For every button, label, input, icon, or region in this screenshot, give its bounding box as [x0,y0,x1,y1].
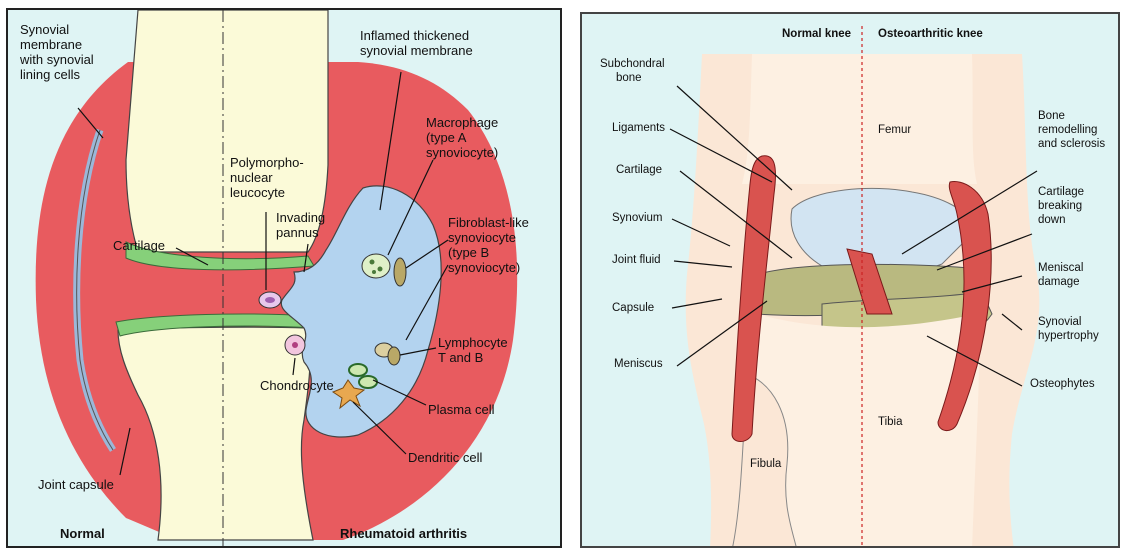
label-chondrocyte: Chondrocyte [260,378,334,393]
label-synovium: Synovium [612,212,663,225]
label-lymphocyte-1: Lymphocyte [438,335,508,350]
label-fibroblast-3: (type B [448,245,489,260]
label-fibroblast-1: Fibroblast-like [448,215,529,230]
label-plasma: Plasma cell [428,402,494,417]
label-inflamed-1: Inflamed thickened [360,28,469,43]
label-macrophage-1: Macrophage [426,115,498,130]
label-meniscus: Meniscus [614,358,663,371]
fibroblast-cell [394,258,406,286]
label-bone-remodelling-2: remodelling [1038,124,1097,137]
label-ligaments: Ligaments [612,122,665,135]
label-cartilage: Cartilage [113,238,165,253]
label-osteophytes: Osteophytes [1030,378,1095,391]
label-rheumatoid-arthritis: Rheumatoid arthritis [340,526,467,541]
osteoarthritis-diagram: Normal knee Osteoarthritic knee Subchond… [580,12,1120,548]
label-cartilage-breaking-1: Cartilage [1038,186,1084,199]
label-oa-knee: Osteoarthritic knee [878,28,983,41]
label-femur: Femur [878,124,911,137]
label-bone-remodelling-3: and sclerosis [1038,138,1105,151]
label-cartilage-breaking-3: down [1038,214,1066,227]
label-joint-capsule: Joint capsule [38,477,114,492]
label-synovial-hyp-2: hypertrophy [1038,330,1099,343]
label-invading-1: Invading [276,210,325,225]
label-synovial-hyp-1: Synovial [1038,316,1081,329]
label-pmn-2: nuclear [230,170,273,185]
label-synovial-membrane-4: lining cells [20,67,80,82]
label-cartilage-breaking-2: breaking [1038,200,1082,213]
label-capsule: Capsule [612,302,654,315]
rheumatoid-arthritis-diagram: Synovial membrane with synovial lining c… [6,8,562,548]
label-cartilage-right: Cartilage [616,164,662,177]
label-fibula: Fibula [750,458,781,471]
label-synovial-membrane-2: membrane [20,37,82,52]
macrophage-cell [362,254,390,278]
label-invading-2: pannus [276,225,319,240]
label-tibia: Tibia [878,416,903,429]
label-dendritic: Dendritic cell [408,450,482,465]
label-synovial-membrane-1: Synovial [20,22,69,37]
plasma-cell [349,364,367,376]
label-normal-knee: Normal knee [782,28,851,41]
label-macrophage-2: (type A [426,130,466,145]
label-pmn-1: Polymorpho- [230,155,304,170]
label-subchondral-1: Subchondral [600,58,665,71]
label-inflamed-2: synovial membrane [360,43,473,58]
femur [742,54,977,184]
label-meniscal-1: Meniscal [1038,262,1083,275]
label-bone-remodelling-1: Bone [1038,110,1065,123]
label-macrophage-3: synoviocyte) [426,145,498,160]
label-lymphocyte-2: T and B [438,350,483,365]
label-synovial-membrane-3: with synovial [20,52,94,67]
label-fibroblast-2: synoviocyte [448,230,516,245]
label-fibroblast-4: synoviocyte) [448,260,520,275]
label-subchondral-2: bone [616,72,642,85]
label-pmn-3: leucocyte [230,185,285,200]
label-meniscal-2: damage [1038,276,1080,289]
joint-illustration [8,10,562,548]
label-joint-fluid: Joint fluid [612,254,661,267]
label-normal: Normal [60,526,105,541]
